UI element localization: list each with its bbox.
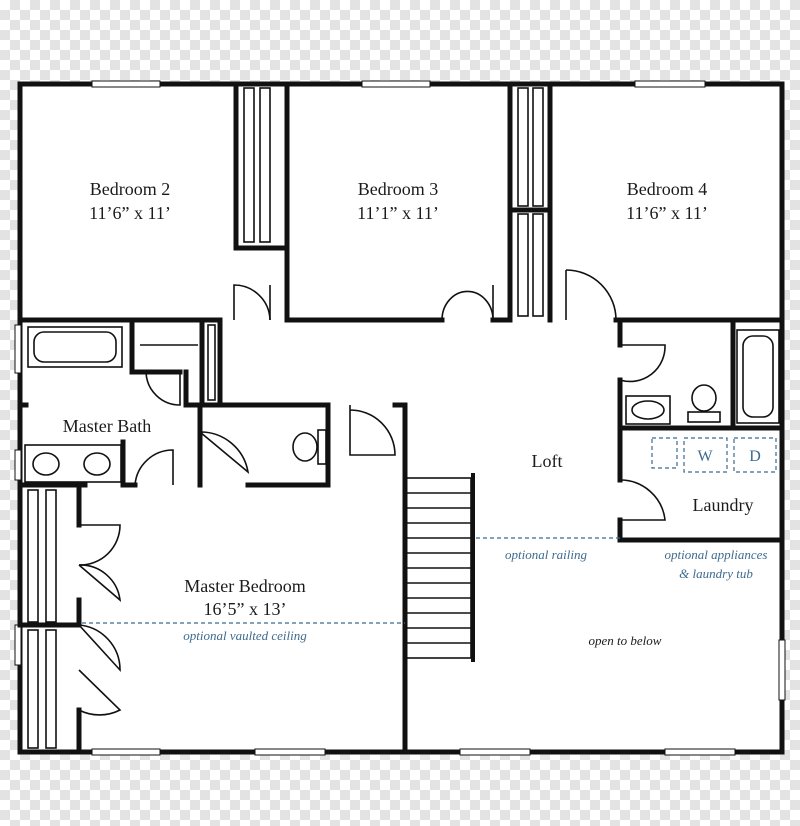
- closet-shelves: [27, 87, 544, 749]
- loft-name: Loft: [532, 451, 563, 471]
- bedroom-2-name: Bedroom 2: [90, 179, 171, 199]
- master-bedroom-name: Master Bedroom: [184, 576, 305, 596]
- dryer-label: D: [749, 448, 761, 465]
- bedroom-4-name: Bedroom 4: [627, 179, 708, 199]
- optional-vaulted-ceiling-note: optional vaulted ceiling: [183, 628, 307, 643]
- optional-appliances-note-line1: optional appliances: [665, 547, 768, 562]
- toilet-master: [292, 429, 327, 465]
- laundry-appliances: W D: [651, 437, 777, 473]
- washer-label: W: [697, 448, 713, 465]
- bedroom-3-size: 11’1” x 11’: [357, 203, 439, 223]
- bedroom-2-size: 11’6” x 11’: [89, 203, 171, 223]
- laundry-tub-outline: [651, 437, 678, 469]
- dryer-outline: [733, 437, 777, 473]
- open-to-below-note: open to below: [589, 633, 662, 648]
- laundry-name: Laundry: [693, 495, 754, 515]
- toilet-hall: [687, 384, 721, 423]
- interior-walls: [17, 81, 785, 755]
- master-bedroom-size: 16’5” x 13’: [204, 599, 287, 619]
- doors: [78, 269, 666, 716]
- bathtub-hall: [736, 329, 780, 424]
- optional-railing-note: optional railing: [505, 547, 587, 562]
- master-bath-name: Master Bath: [63, 416, 151, 436]
- washer-outline: [683, 437, 728, 473]
- bathtub-master: [27, 326, 123, 368]
- windows: [14, 80, 786, 756]
- vanity-double-sink: [24, 444, 122, 483]
- sink-hall: [625, 395, 671, 425]
- bedroom-4-size: 11’6” x 11’: [626, 203, 708, 223]
- bedroom-3-name: Bedroom 3: [358, 179, 439, 199]
- staircase: [405, 473, 475, 662]
- optional-appliances-note-line2: & laundry tub: [679, 566, 753, 581]
